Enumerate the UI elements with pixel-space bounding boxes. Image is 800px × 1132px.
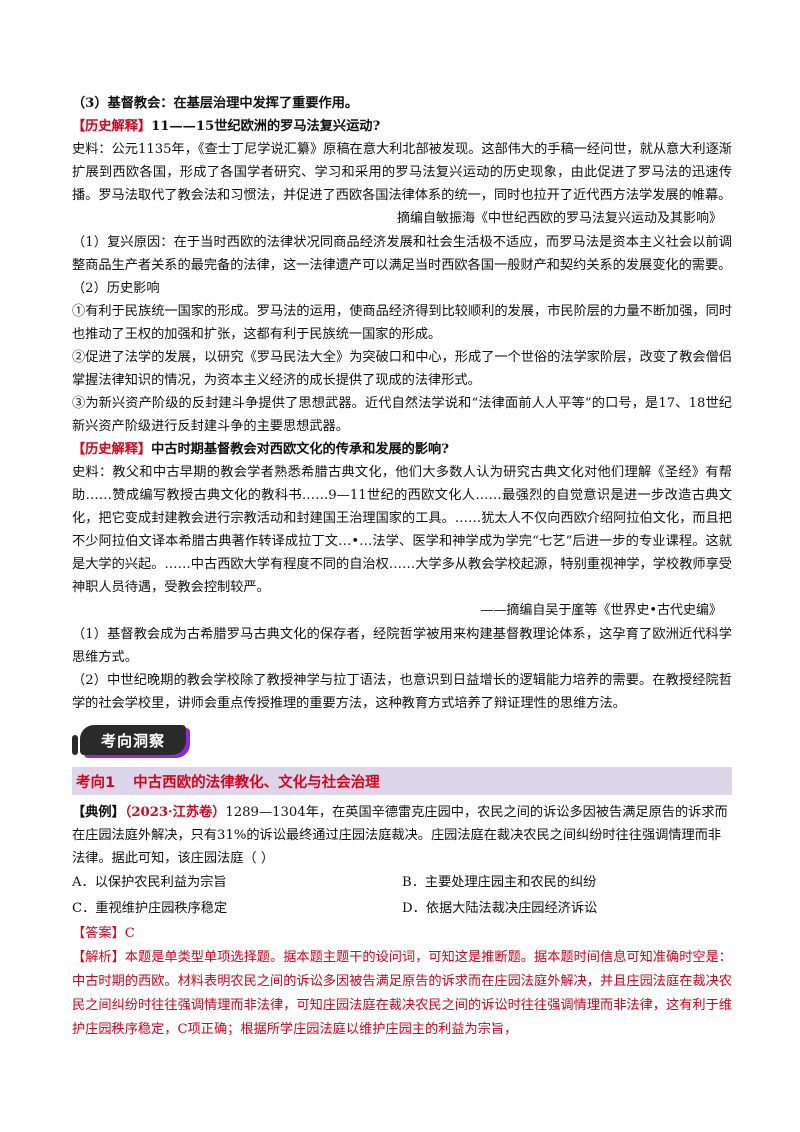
impact-point-2: ②促进了法学的发展，以研究《罗马民法大全》为突破口和中心，形成了一个世俗的法学家…	[72, 350, 732, 388]
section-badge: 考向洞察	[72, 721, 732, 761]
heading-bracket: 【历史解释】	[72, 119, 152, 134]
option-b: B．主要处理庄园主和农民的纠纷	[402, 875, 597, 890]
topic-title: 中古西欧的法律教化、文化与社会治理	[133, 774, 380, 791]
badge-bar	[72, 735, 78, 755]
example-question: 【典例】（2023·江苏卷）1289—1304年，在英国辛德雷克庄园中，农民之间…	[72, 801, 732, 870]
option-d: D．依据大陆法裁决庄园经济诉讼	[402, 901, 598, 916]
heading-text: 11——15世纪欧洲的罗马法复兴运动?	[151, 119, 381, 134]
church-point-1: （1）基督教会成为古希腊罗马古典文化的保存者，经院哲学被用来构建基督教理论体系，…	[72, 627, 732, 665]
option-c: C．重视维护庄园秩序稳定	[72, 901, 228, 916]
paragraph-historical-impact: （2）历史影响	[72, 281, 160, 296]
source-paragraph-1: 史料：公元1135年，《查士丁尼学说汇纂》原稿在意大利北部被发现。这部伟大的手稿…	[72, 142, 732, 203]
source-citation-1: 摘编自敏振海《中世纪西欧的罗马法复兴运动及其影响》	[396, 211, 722, 226]
analysis-paragraph: 【解析】本题是单类型单项选择题。据本题主题干的设问词，可知这是推断题。据本题时间…	[72, 950, 732, 1037]
badge-box: 考向洞察	[80, 725, 186, 755]
document-page: （3）基督教会：在基层治理中发挥了重要作用。 【历史解释】11——15世纪欧洲的…	[72, 92, 732, 1042]
impact-point-1: ①有利于民族统一国家的形成。罗马法的运用，使商品经济得到比较顺利的发展，市民阶层…	[72, 304, 732, 342]
section-point-3: （3）基督教会：在基层治理中发挥了重要作用。	[72, 96, 359, 111]
heading-history-interpretation-1: 【历史解释】11——15世纪欧洲的罗马法复兴运动?	[72, 115, 732, 138]
topic-label: 考向1	[76, 774, 116, 791]
answer-line: 【答案】C	[72, 926, 135, 941]
heading-history-interpretation-2: 【历史解释】中古时期基督教会对西欧文化的传承和发展的影响?	[72, 438, 732, 461]
example-source: （2023·江苏卷）	[124, 805, 226, 820]
heading-bracket: 【历史解释】	[72, 442, 152, 457]
example-stem: 1289—1304年，在英国辛德雷克庄园中，农民之间的诉讼多因被告满足原告的诉求…	[72, 805, 728, 866]
option-a: A．以保护农民利益为宗旨	[72, 875, 227, 890]
answer-options: A．以保护农民利益为宗旨 B．主要处理庄园主和农民的纠纷 C．重视维护庄园秩序稳…	[72, 870, 732, 922]
paragraph-revival-cause: （1）复兴原因：在于当时西欧的法律状况同商品经济发展和社会生活极不适应，而罗马法…	[72, 235, 732, 273]
badge-label: 考向洞察	[100, 731, 165, 750]
source-citation-2: ——摘编自吴于廑等《世界史•古代史编》	[480, 603, 722, 618]
source-paragraph-2: 史料：教父和中古早期的教会学者熟悉希腊古典文化，他们大多数人认为研究古典文化对他…	[72, 465, 732, 595]
example-tag: 【典例】	[72, 805, 125, 820]
topic-heading: 考向1 中古西欧的法律教化、文化与社会治理	[72, 767, 732, 795]
heading-text: 中古时期基督教会对西欧文化的传承和发展的影响?	[151, 442, 449, 457]
impact-point-3: ③为新兴资产阶级的反封建斗争提供了思想武器。近代自然法学说和“法律面前人人平等”…	[72, 396, 732, 434]
church-point-2: （2）中世纪晚期的教会学校除了教授神学与拉丁语法，也意识到日益增长的逻辑能力培养…	[72, 673, 732, 711]
